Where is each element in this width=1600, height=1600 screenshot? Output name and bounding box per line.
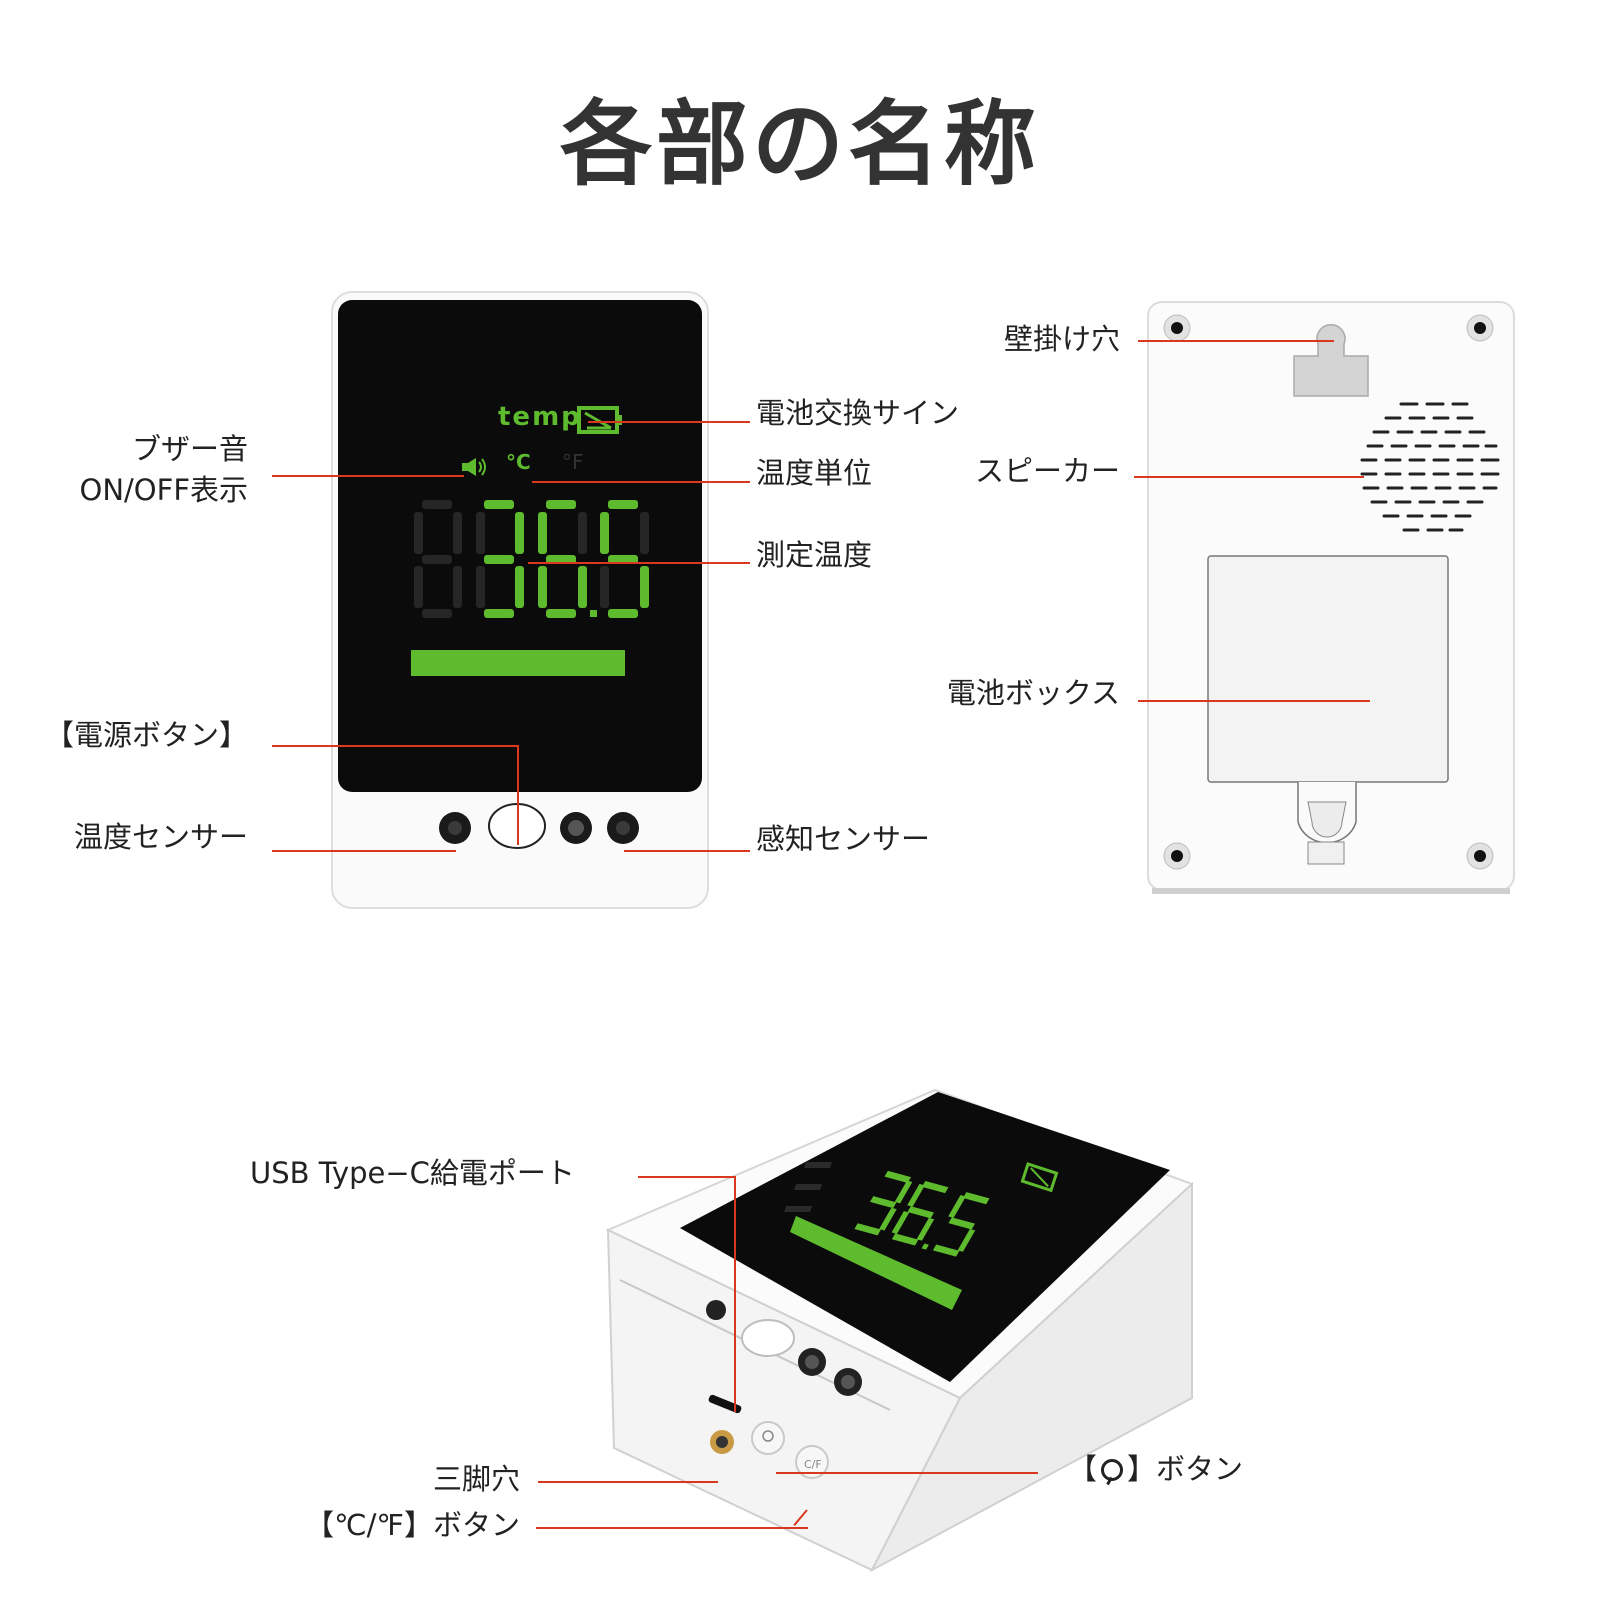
leader-measured-temp [528,562,750,564]
back-device [1146,300,1516,900]
page-title: 各部の名称 [559,91,1040,198]
label-buzzer: ブザー音 ON/OFF表示 [79,432,248,507]
leader-usb-h [638,1176,736,1178]
svg-text:C/F: C/F [804,1458,822,1471]
search-icon [1101,1459,1124,1486]
battery-sign-icon [577,406,622,434]
angled-device: C/F [600,1080,1220,1580]
brand-text: temp [498,402,582,432]
label-wall-hole: 壁掛け穴 [1003,322,1120,356]
leader-buzzer [272,475,464,477]
label-temp-unit: 温度単位 [756,456,873,490]
label-tripod-hole: 三脚穴 [432,1462,520,1496]
status-bar [411,650,625,676]
leader-tripod-hole [538,1481,718,1483]
leader-search-button [776,1472,1038,1474]
angled-display-panel [680,1092,1170,1382]
leader-speaker [1134,476,1364,478]
label-speaker: スピーカー [974,454,1120,488]
search-button [751,1421,785,1455]
digit-3 [476,500,524,618]
unit-celsius: °C [506,450,531,474]
leader-usb-v [734,1176,736,1412]
digit-dim [414,500,462,618]
leader-power-button-h [272,745,518,747]
leader-power-button-v [517,745,519,845]
screw-icon [1163,314,1494,870]
angled-power-button [741,1319,795,1357]
digit-5 [600,500,649,618]
label-battery-box: 電池ボックス [946,676,1120,710]
decimal-point [590,610,597,617]
wall-hole-icon [1293,324,1369,397]
label-cf-button: 【℃/℉】ボタン [305,1508,520,1542]
leader-cf-button-h [536,1527,808,1529]
label-search-button: 【】ボタン [1068,1452,1244,1486]
leader-temp-sensor [272,850,456,852]
front-device: temp °C °F [330,290,710,910]
label-usb-port: USB Type−C給電ポート [250,1156,575,1190]
label-temp-sensor: 温度センサー [73,820,248,854]
leader-temp-unit [532,481,750,483]
label-battery-sign: 電池交換サイン [756,396,960,430]
leader-wall-hole [1138,340,1334,342]
leader-battery-box [1138,700,1370,702]
label-measured-temp: 測定温度 [756,538,873,572]
buzzer-icon [462,458,486,476]
leader-motion-sensor [624,850,750,852]
digit-6 [538,500,587,618]
unit-fahrenheit: °F [562,450,584,474]
label-power-button: 【電源ボタン】 [44,718,248,752]
speaker-grille-icon [1360,402,1500,532]
label-motion-sensor: 感知センサー [756,822,931,856]
cf-button [795,1445,829,1479]
battery-box [1207,555,1449,783]
usb-port-icon [708,1394,742,1414]
angled-temp-sensor-icon [706,1300,726,1320]
leader-battery-sign [588,421,750,423]
